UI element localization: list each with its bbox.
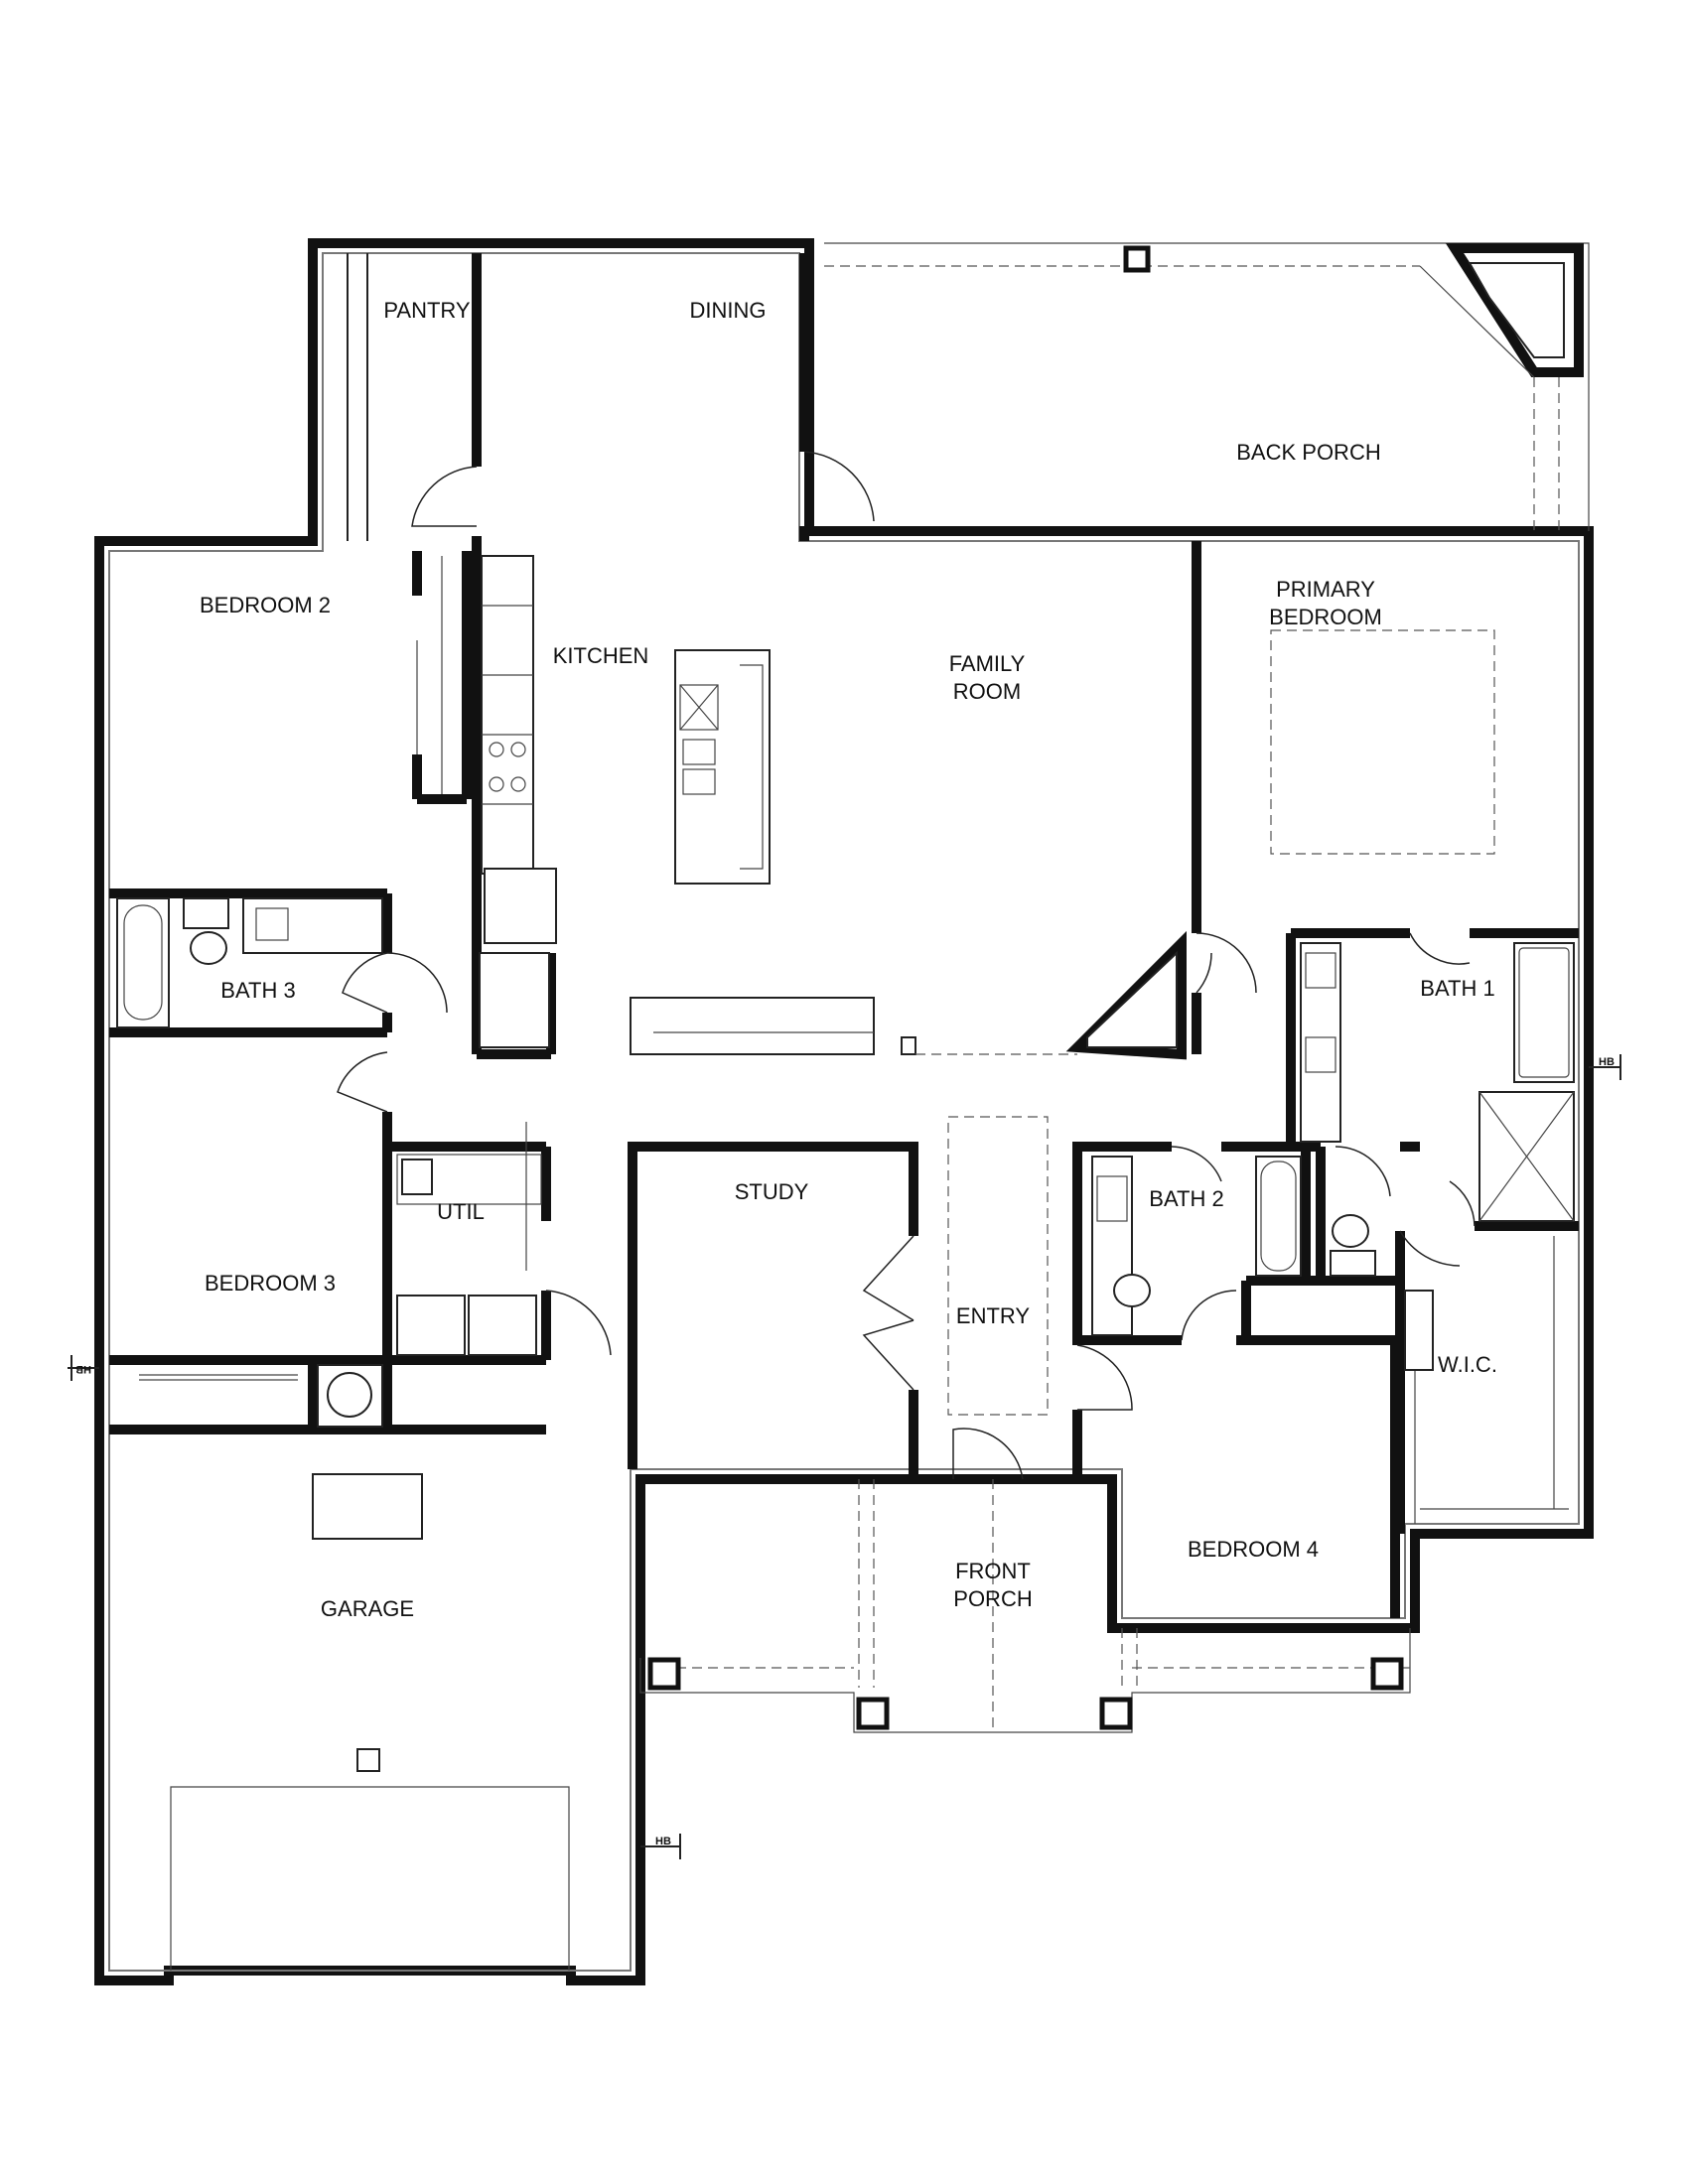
label-back-porch: BACK PORCH [1236,440,1380,465]
label-primary-bedroom-line1: PRIMARY [1276,577,1375,602]
label-family-room-line2: ROOM [953,679,1021,704]
label-util: UTIL [437,1199,485,1224]
label-primary-bedroom-line2: BEDROOM [1269,605,1382,629]
label-garage: GARAGE [321,1596,414,1621]
hose-bib-label-east: HB [1599,1056,1615,1068]
label-dining: DINING [690,298,767,323]
label-bedroom-2: BEDROOM 2 [200,593,331,617]
label-kitchen: KITCHEN [553,643,649,668]
interior-walls [109,253,1579,1618]
exterior-walls [94,238,1594,1985]
label-bath-2: BATH 2 [1149,1186,1223,1211]
label-bath-3: BATH 3 [220,978,295,1003]
hose-bibs: HB HB HB [68,1054,1621,1859]
label-bedroom-3: BEDROOM 3 [205,1271,336,1296]
label-bath-1: BATH 1 [1420,976,1494,1001]
label-study: STUDY [735,1179,809,1204]
label-wic: W.I.C. [1438,1352,1497,1377]
label-front-porch-line2: PORCH [953,1586,1032,1611]
fixtures [116,555,1575,1971]
hose-bib-label-garage: HB [655,1836,671,1847]
room-labels: PANTRY DINING BACK PORCH BEDROOM 2 KITCH… [200,298,1497,1621]
label-front-porch-line1: FRONT [955,1559,1031,1583]
label-family-room-line1: FAMILY [949,651,1026,676]
label-bedroom-4: BEDROOM 4 [1188,1537,1319,1562]
hose-bib-label-west: HB [75,1363,91,1375]
doors [337,451,1476,1480]
front-porch [639,1479,1411,1733]
label-entry: ENTRY [956,1303,1030,1328]
label-pantry: PANTRY [383,298,471,323]
